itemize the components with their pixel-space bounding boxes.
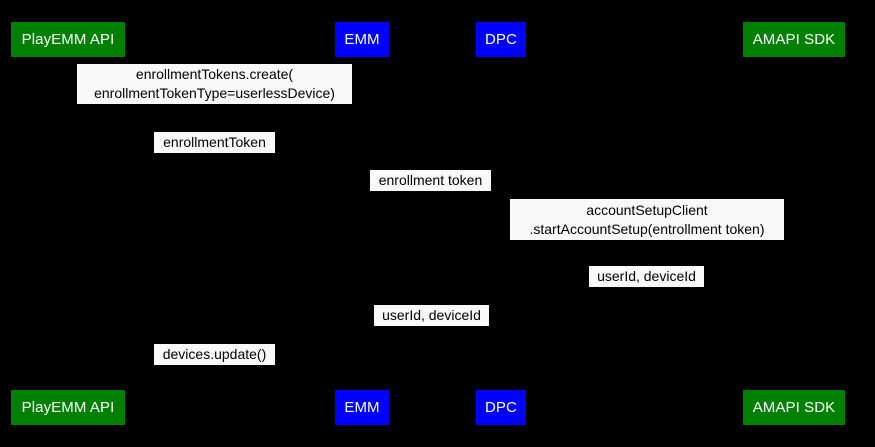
message-label-userid-deviceid-to-emm: userId, deviceId [374,305,489,326]
message-label-line: enrollmentTokenType=userlessDevice) [94,85,335,101]
message-arrow-userid-deviceid-to-dpc [501,290,794,291]
participant-label: PlayEMM API [21,399,115,416]
message-label-userid-deviceid-to-dpc: userId, deviceId [589,266,704,287]
message-label-line: enrollmentTokens.create( [135,66,294,82]
lifeline-amapi-sdk [794,57,795,390]
participant-emm-bottom[interactable]: EMM [335,390,389,425]
message-arrow-userid-deviceid-to-emm [362,329,501,330]
message-arrow-enrollment-token-to-dpc [362,194,501,195]
participant-playemm-api-top[interactable]: PlayEMM API [11,22,125,57]
message-label-enrollment-token-response: enrollmentToken [154,132,275,153]
participant-label: AMAPI SDK [752,31,836,48]
participant-label: DPC [485,399,517,416]
message-label-line: accountSetupClient [586,201,708,218]
message-label-devices-update: devices.update() [154,344,275,365]
participant-amapi-sdk-bottom[interactable]: AMAPI SDK [743,390,845,425]
message-arrow-start-account-setup [501,243,794,244]
participant-playemm-api-bottom[interactable]: PlayEMM API [11,390,125,425]
message-arrow-enrollment-token-response [68,156,362,157]
participant-label: PlayEMM API [21,31,115,48]
participant-dpc-top[interactable]: DPC [476,22,526,57]
message-label-enrollment-tokens-create: enrollmentTokens.create( enrollmentTokenT… [77,64,352,104]
message-label-line: enrollmentToken [163,134,266,150]
participant-label: AMAPI SDK [752,399,836,416]
message-label-line: .startAccountSetup(entrollment token) [529,220,765,237]
participant-label: EMM [344,399,380,416]
participant-amapi-sdk-top[interactable]: AMAPI SDK [743,22,845,57]
participant-label: EMM [344,31,380,48]
lifeline-playemm-api [68,57,69,390]
message-arrow-enrollment-tokens-create [68,107,362,108]
message-label-line: enrollment token [378,172,483,188]
participant-label: DPC [485,31,517,48]
message-arrow-devices-update [68,368,362,369]
participant-emm-top[interactable]: EMM [335,22,389,57]
message-label-start-account-setup: accountSetupClient .startAccountSetup(ent… [510,199,784,240]
message-label-enrollment-token-to-dpc: enrollment token [370,170,491,191]
message-label-line: userId, deviceId [597,268,696,284]
message-label-line: userId, deviceId [382,307,481,323]
lifeline-emm [362,57,363,390]
message-label-line: devices.update() [162,346,267,362]
lifeline-dpc [501,57,502,390]
participant-dpc-bottom[interactable]: DPC [476,390,526,425]
